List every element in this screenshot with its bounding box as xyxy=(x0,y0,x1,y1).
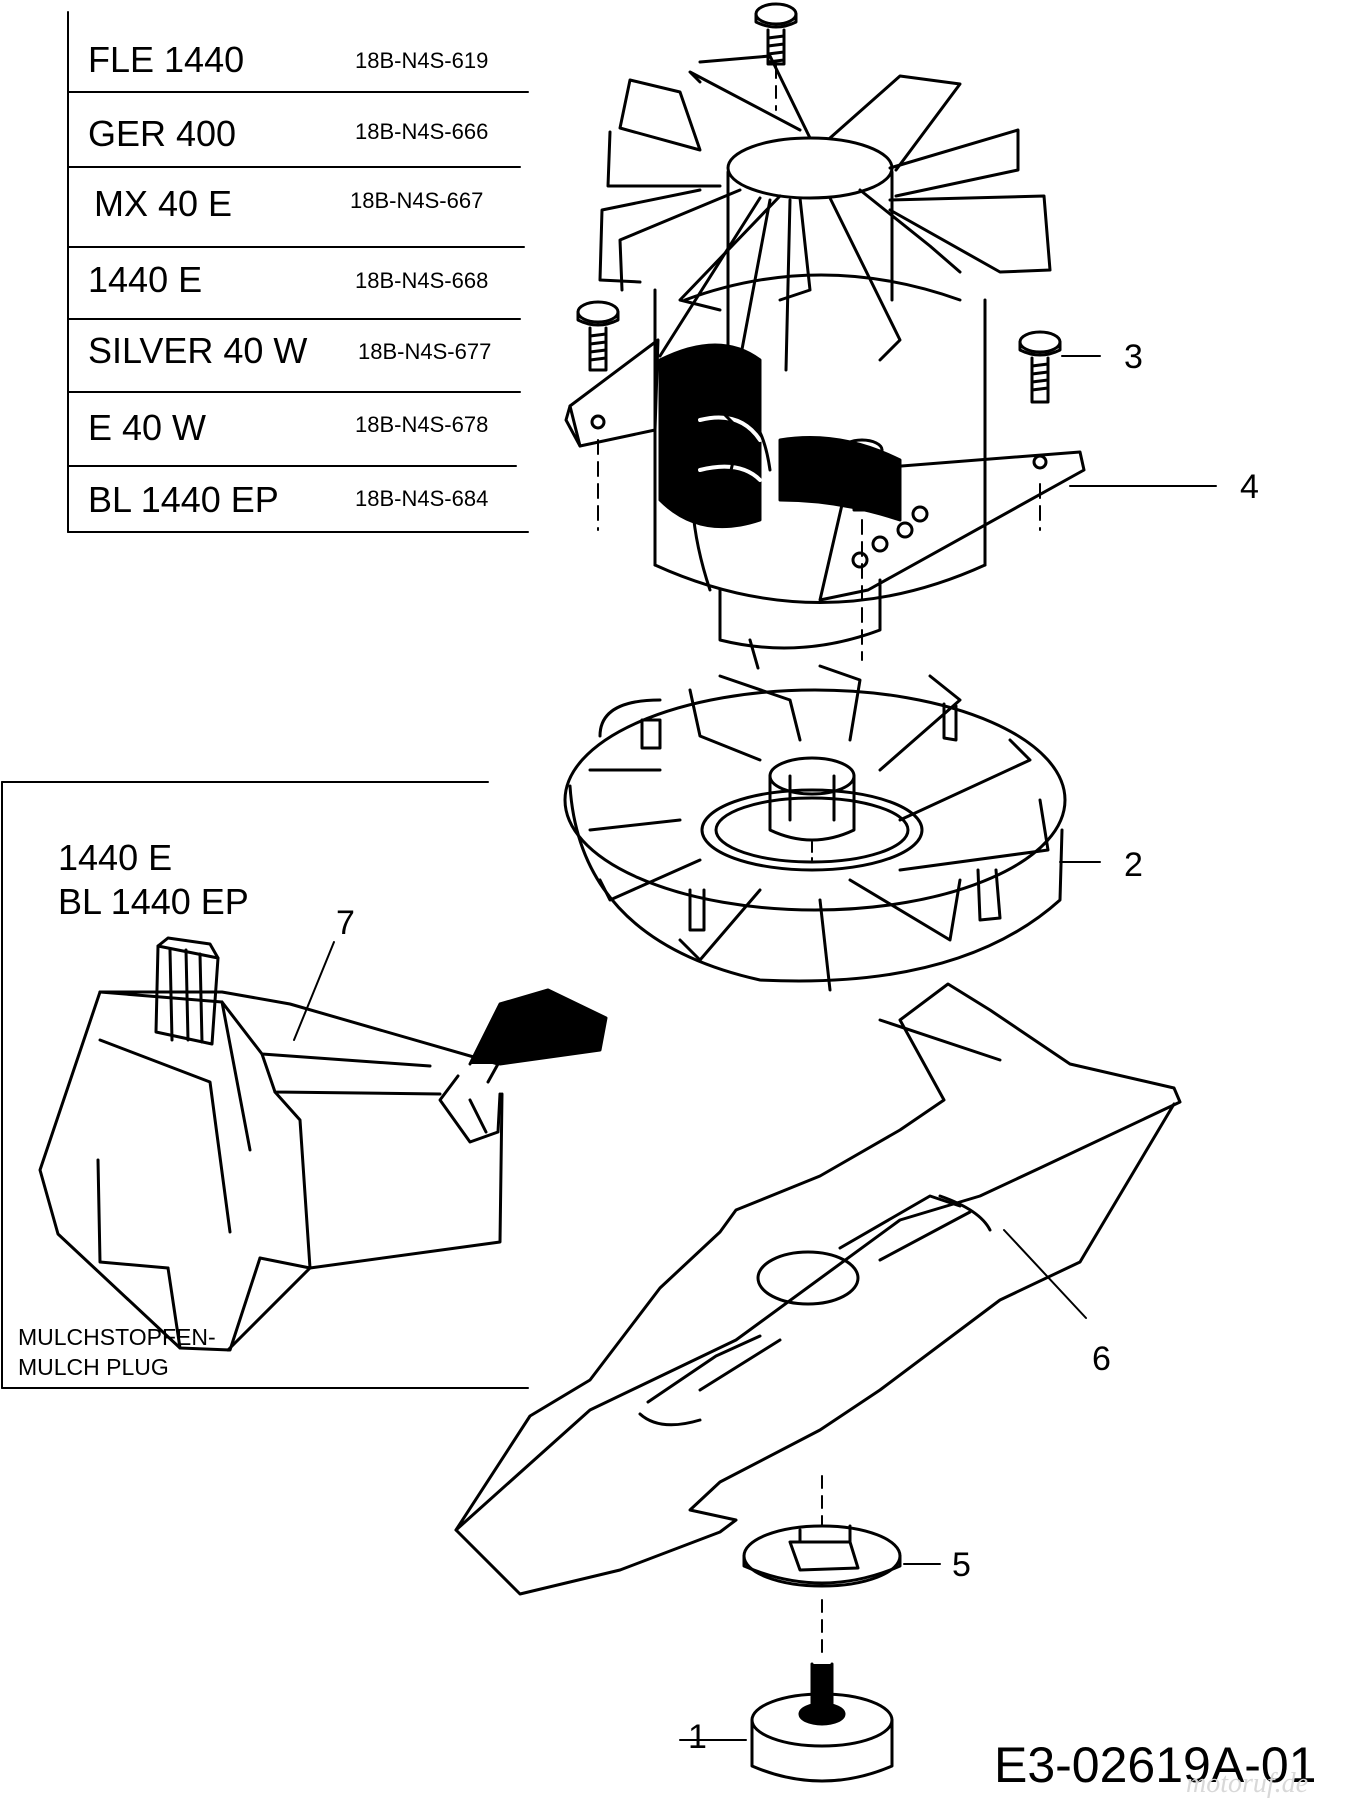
part-5-spacer xyxy=(742,1475,902,1661)
callout-2: 2 xyxy=(1124,846,1143,884)
model-code: 18B-N4S-678 xyxy=(355,412,489,437)
leader-lines xyxy=(293,355,1217,1741)
inset-model-name: BL 1440 EP xyxy=(58,881,249,922)
part-1-bolt xyxy=(750,1662,894,1783)
model-code: 18B-N4S-619 xyxy=(355,48,489,73)
model-code: 18B-N4S-667 xyxy=(350,188,484,213)
part-4-motor xyxy=(564,54,1086,670)
callout-6: 6 xyxy=(1092,1340,1111,1378)
mulch-plug-note-line1: MULCHSTOPFEN- xyxy=(18,1324,216,1350)
inset-frame xyxy=(1,781,529,1389)
model-table-lines xyxy=(67,11,529,533)
model-name: E 40 W xyxy=(88,407,207,448)
model-code: 18B-N4S-677 xyxy=(358,339,492,364)
part-3-screws xyxy=(576,2,1062,661)
model-name: GER 400 xyxy=(88,113,237,154)
watermark: motoruf.de xyxy=(1186,1768,1309,1799)
part-6-blade xyxy=(454,982,1182,1596)
inset-model-name: 1440 E xyxy=(58,837,173,878)
callout-5: 5 xyxy=(952,1546,971,1584)
part-2-fan xyxy=(563,664,1067,992)
model-code: 18B-N4S-666 xyxy=(355,119,489,144)
model-name: SILVER 40 W xyxy=(88,330,308,371)
model-name: FLE 1440 xyxy=(88,39,245,80)
drawing-id: E3-02619A-01 xyxy=(994,1737,1317,1793)
callout-7: 7 xyxy=(336,904,355,942)
model-name: MX 40 E xyxy=(94,183,233,224)
model-code: 18B-N4S-684 xyxy=(355,486,489,511)
model-name: 1440 E xyxy=(88,259,203,300)
model-name: BL 1440 EP xyxy=(88,479,279,520)
mulch-plug-note-line2: MULCH PLUG xyxy=(18,1354,169,1380)
callout-4: 4 xyxy=(1240,468,1259,506)
model-code: 18B-N4S-668 xyxy=(355,268,489,293)
part-7-mulch-plug xyxy=(38,936,608,1352)
callout-3: 3 xyxy=(1124,338,1143,376)
callout-1: 1 xyxy=(688,1718,707,1756)
